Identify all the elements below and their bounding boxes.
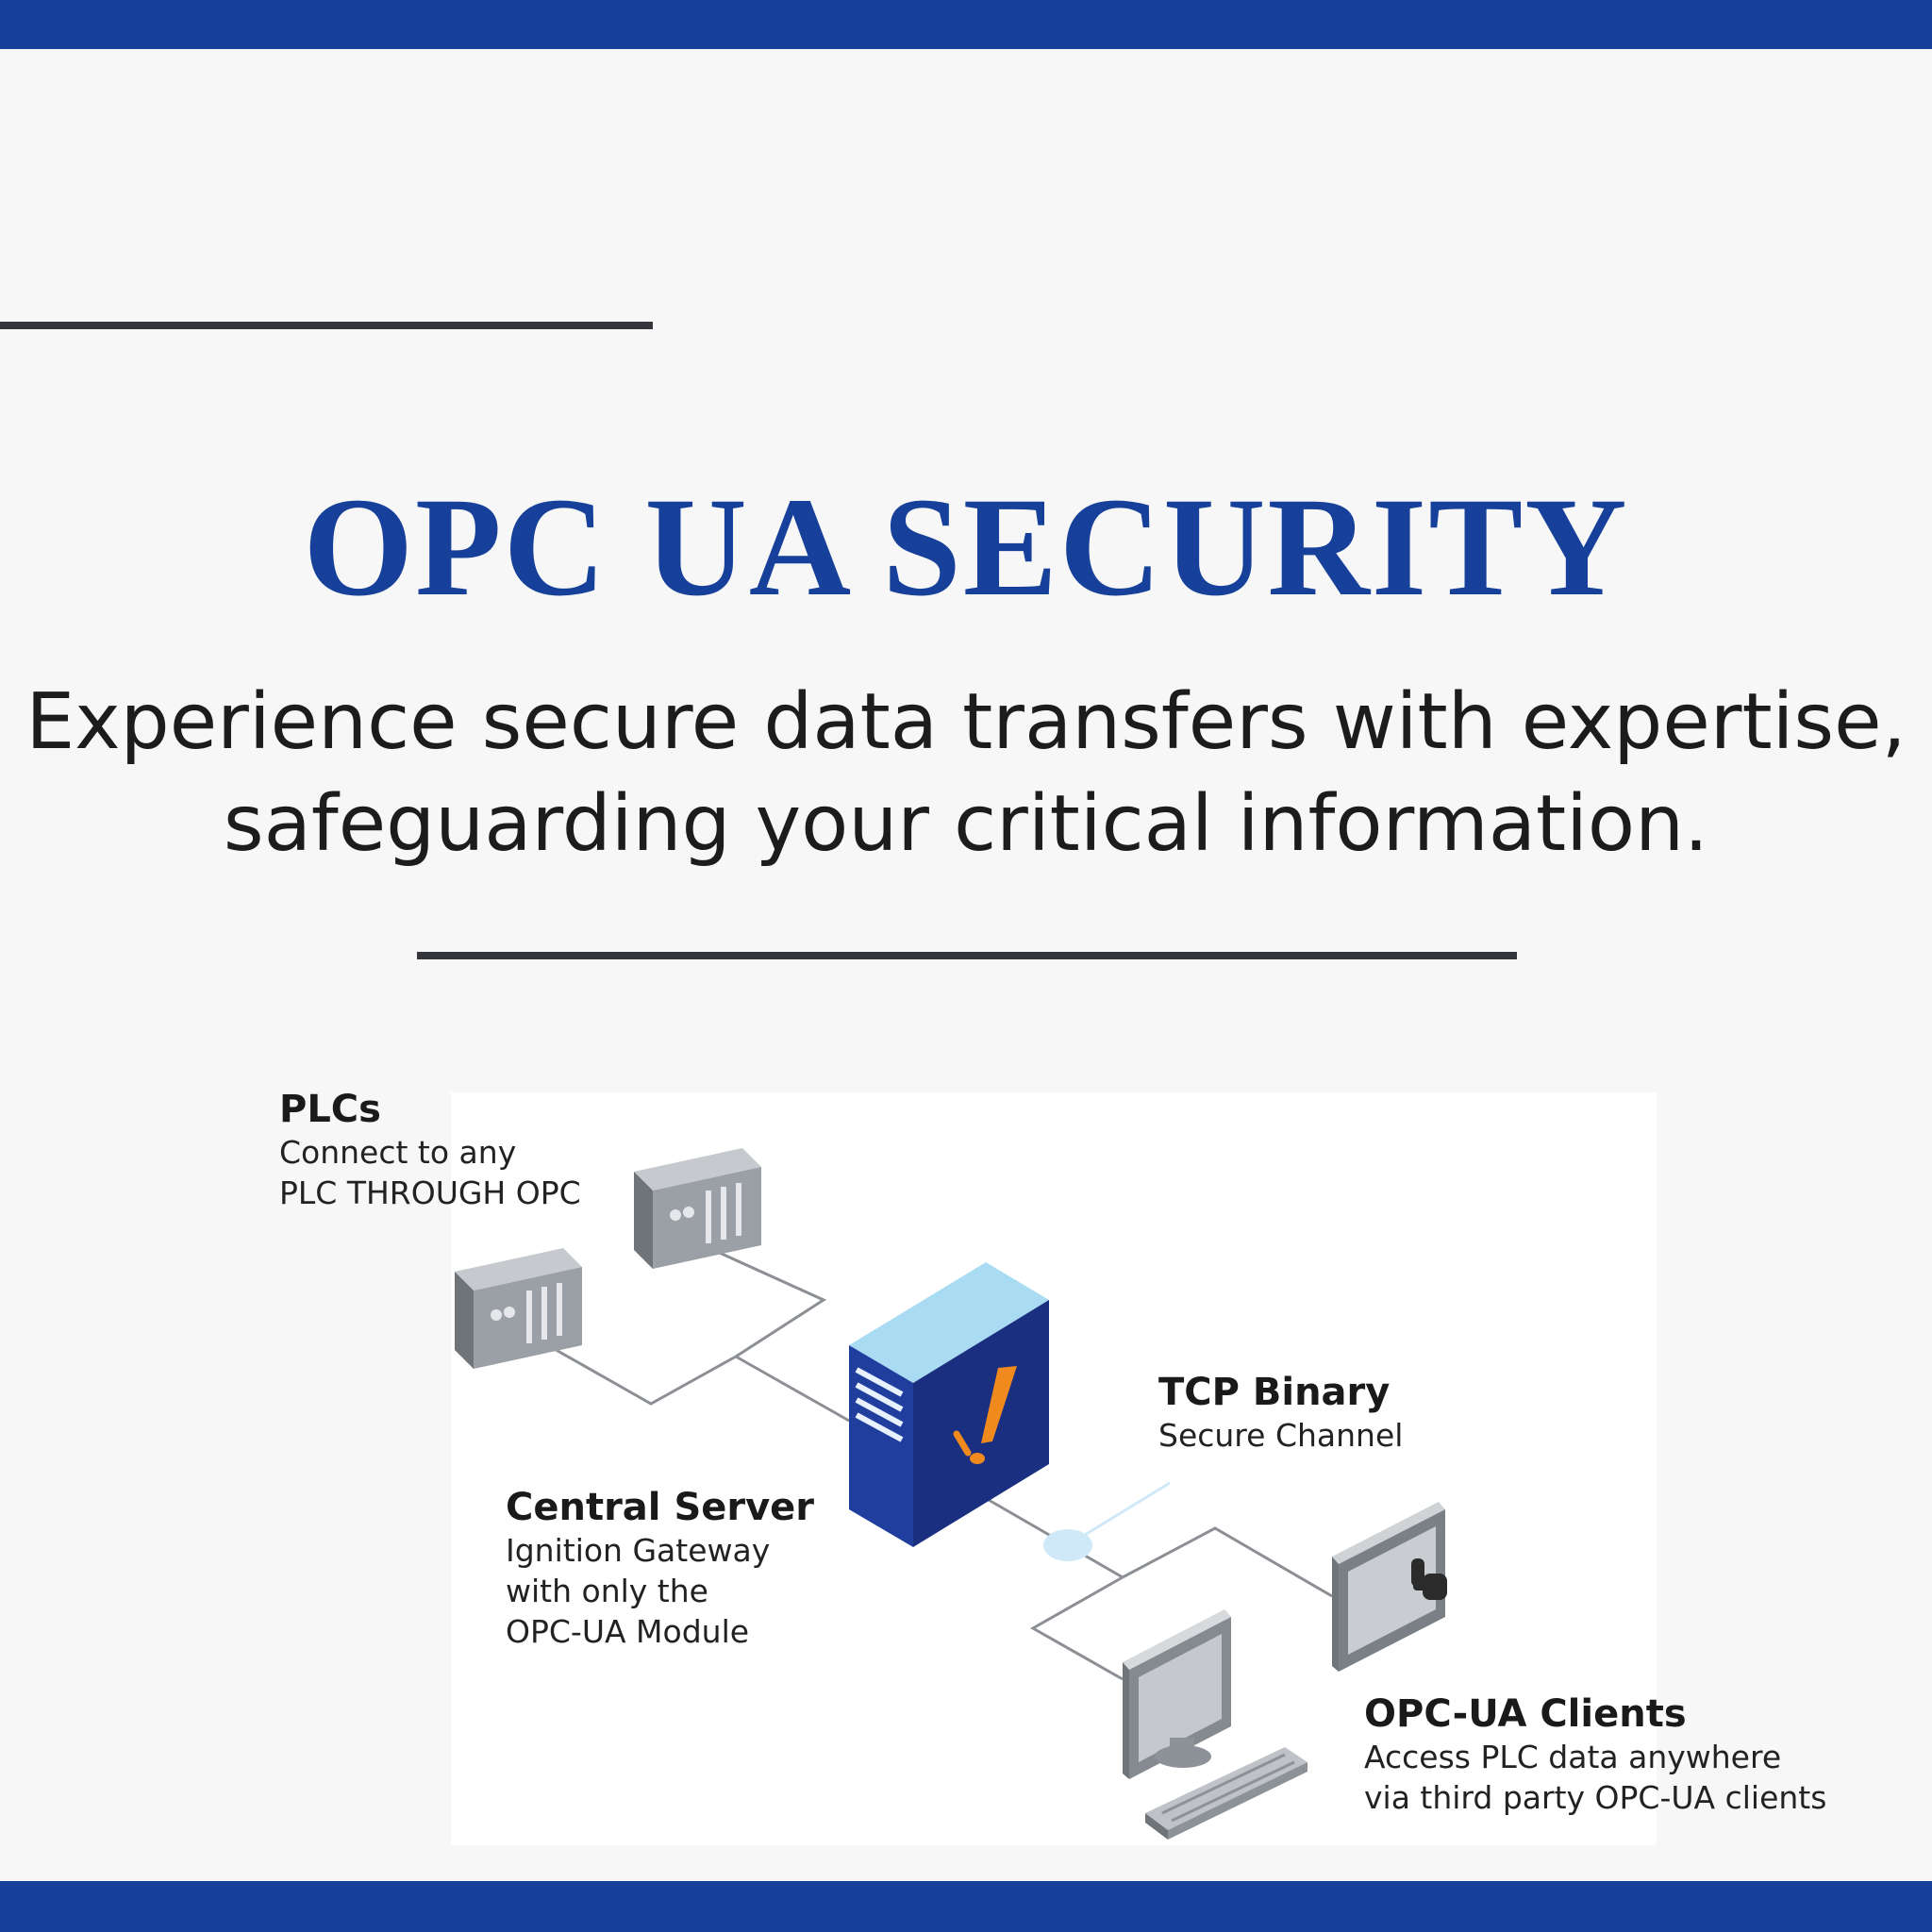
plcs-desc-line2: PLC THROUGH OPC <box>279 1174 581 1211</box>
page-subtitle: Experience secure data transfers with ex… <box>0 672 1932 875</box>
top-banner <box>0 0 1932 49</box>
plc-link-right <box>702 1243 827 1358</box>
tcp-binary-desc: Secure Channel <box>1158 1417 1404 1454</box>
switch-to-monitor-link <box>1029 1575 1124 1681</box>
opc-ua-clients-desc-line1: Access PLC data anywhere <box>1364 1739 1782 1775</box>
connection-lines <box>537 1243 1333 1681</box>
tcp-binary-heading: TCP Binary <box>1158 1371 1391 1414</box>
server-icon <box>849 1262 1049 1547</box>
tcp-binary-label: TCP Binary Secure Channel <box>1158 1370 1403 1456</box>
plcs-desc-line1: Connect to any <box>279 1134 517 1171</box>
central-server-desc-line3: OPC-UA Module <box>506 1613 750 1650</box>
central-server-desc-line2: with only the <box>506 1573 708 1609</box>
opc-ua-clients-heading: OPC-UA Clients <box>1364 1692 1687 1736</box>
desktop-computer-icon <box>1123 1609 1307 1840</box>
central-server-label: Central Server Ignition Gateway with onl… <box>506 1485 814 1652</box>
plc-unit-icon <box>634 1148 761 1269</box>
secure-channel-beam <box>1067 1481 1171 1547</box>
ignition-logo-icon <box>953 1366 1017 1464</box>
opc-ua-clients-label: OPC-UA Clients Access PLC data anywhere … <box>1364 1691 1826 1818</box>
central-server-desc-line1: Ignition Gateway <box>506 1532 771 1569</box>
bottom-banner <box>0 1881 1932 1932</box>
subtitle-line-1: Experience secure data transfers with ex… <box>25 677 1907 767</box>
keyboard-icon <box>1145 1747 1307 1840</box>
plc-unit-icon <box>455 1248 582 1369</box>
hand-pointer-icon <box>1411 1558 1447 1600</box>
switch-to-touchscreen-link <box>1122 1526 1333 1598</box>
central-server-heading: Central Server <box>506 1486 815 1529</box>
plcs-heading: PLCs <box>279 1088 381 1131</box>
subtitle-line-2: safeguarding your critical information. <box>223 779 1709 869</box>
plc-to-server-link <box>735 1355 850 1423</box>
divider-bottom <box>417 952 1517 959</box>
opc-ua-clients-desc-line2: via third party OPC-UA clients <box>1364 1779 1827 1816</box>
plcs-label: PLCs Connect to any PLC THROUGH OPC <box>279 1087 581 1213</box>
page-title: OPC UA SECURITY <box>303 469 1629 625</box>
plc-link-left <box>537 1338 737 1406</box>
touchscreen-icon <box>1332 1502 1447 1672</box>
divider-top <box>0 322 653 329</box>
